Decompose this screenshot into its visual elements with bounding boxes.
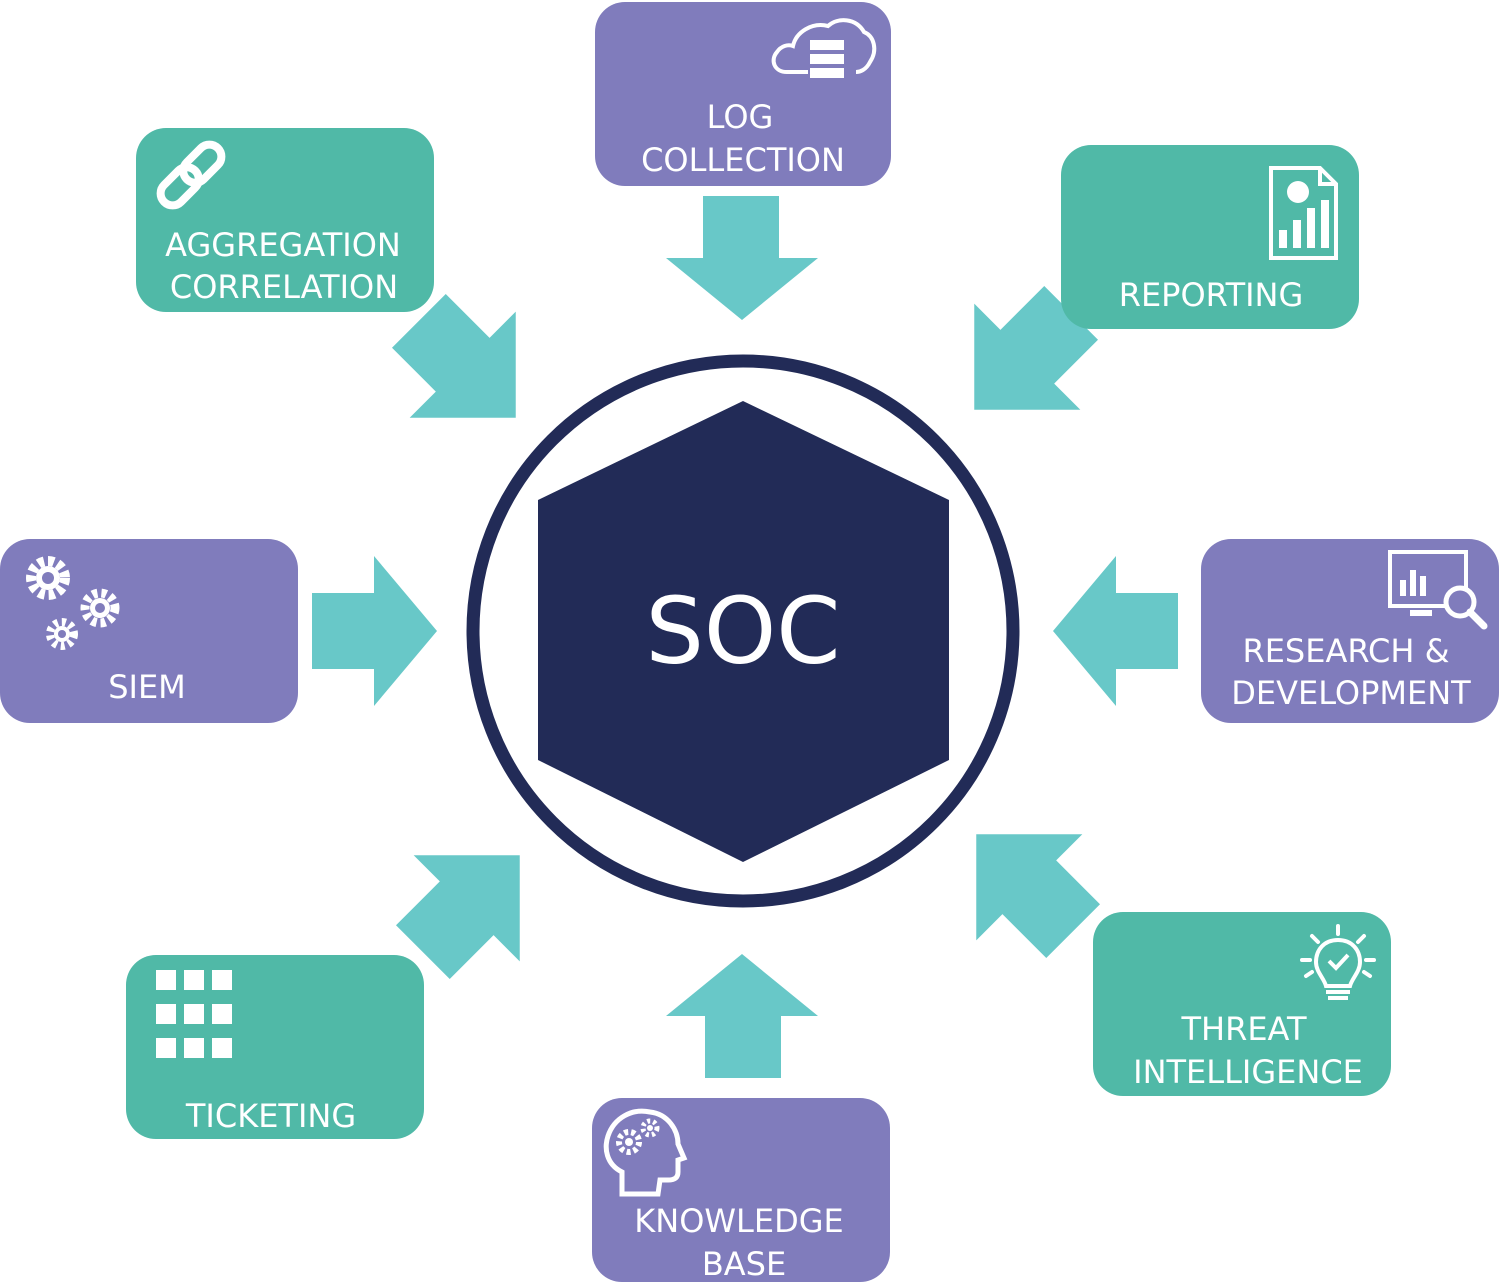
box-label-line: RESEARCH & [1242,632,1449,670]
box-label-line: AGGREGATION [165,226,401,264]
grid-icon [156,970,232,1058]
chain-link-icon [156,140,226,210]
box-label-line: KNOWLEDGE [634,1202,843,1240]
report-chart-icon [1269,166,1338,260]
box-label-line: BASE [702,1245,786,1283]
soc-hexagon [538,401,949,862]
soc-label: SOC [645,578,840,685]
box-aggregation-correlation: AGGREGATION CORRELATION [136,128,434,312]
box-threat-intelligence: THREAT INTELLIGENCE [1093,912,1391,1096]
arrow-knowledge-base [666,954,818,1078]
gears-icon [26,556,120,650]
box-research-development: RESEARCH & DEVELOPMENT [1201,539,1499,723]
arrow-research-development [1053,556,1178,706]
box-log-collection: LOG COLLECTION [595,2,891,186]
box-label-line: CORRELATION [170,268,398,306]
lightbulb-check-icon [1300,924,1376,1000]
box-knowledge-base: KNOWLEDGE BASE [592,1098,890,1283]
box-label-line: COLLECTION [641,141,845,179]
soc-center: SOC [466,354,1020,908]
box-siem: SIEM [0,539,298,723]
cloud-database-icon [771,18,877,78]
arrow-threat-intelligence [976,834,1101,959]
monitor-search-icon [1388,550,1488,630]
head-gears-icon [603,1108,688,1197]
box-label-line: REPORTING [1119,276,1304,314]
arrow-ticketing [395,855,520,980]
arrow-log-collection [666,196,818,320]
box-label-line: LOG [707,98,774,136]
box-label-line: TICKETING [185,1097,356,1135]
box-ticketing: TICKETING [126,955,424,1139]
arrow-aggregation-correlation [391,293,516,418]
box-label-line: INTELLIGENCE [1133,1053,1363,1091]
box-label-line: THREAT [1180,1010,1306,1048]
box-label-line: SIEM [108,668,186,706]
box-label-line: DEVELOPMENT [1231,674,1471,712]
arrows [312,196,1178,1078]
box-reporting: REPORTING [1061,145,1359,329]
arrow-siem [312,556,437,706]
